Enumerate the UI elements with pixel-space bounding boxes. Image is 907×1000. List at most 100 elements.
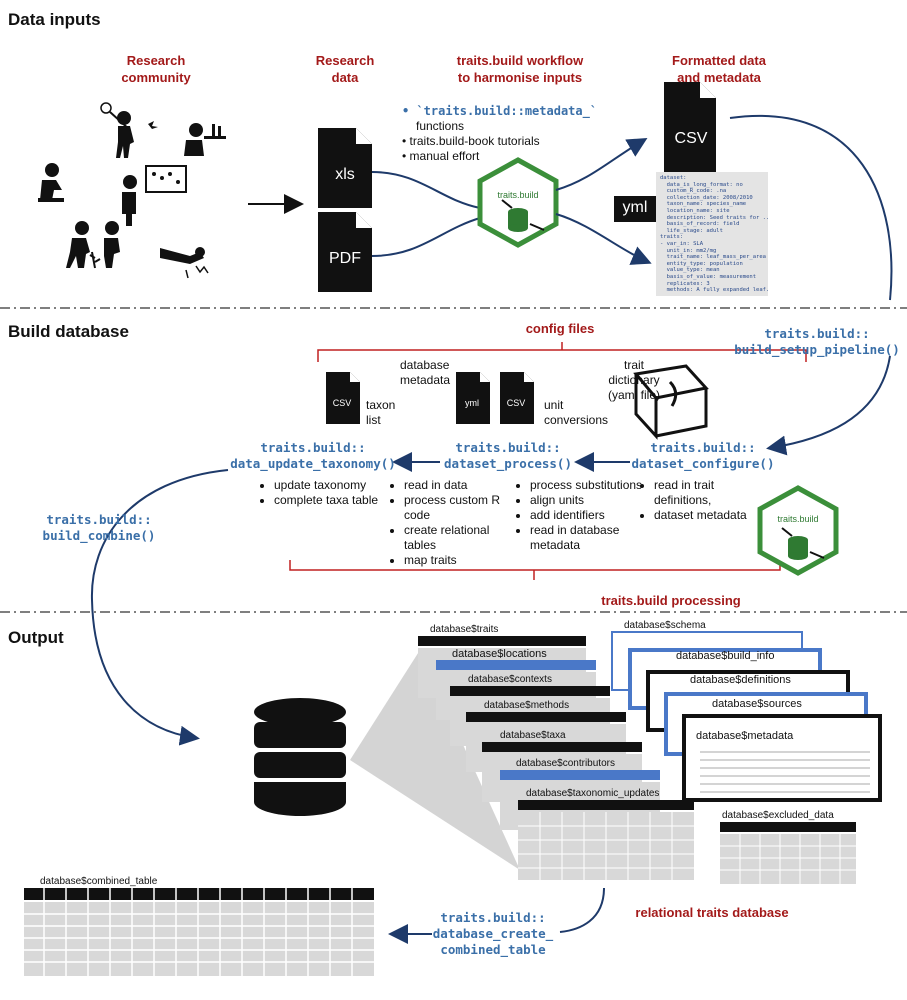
workflow-bullet-2: functions xyxy=(416,119,465,133)
taxonomy-bullets: update taxonomy complete taxa table xyxy=(260,478,384,508)
workflow-bullet-4: manual effort xyxy=(409,149,480,163)
csv-file-label: CSV xyxy=(674,130,708,147)
xls-file-icon xyxy=(318,128,372,208)
research-data-title: Research data xyxy=(315,53,375,85)
process-bullets-b: process substitutions align units add id… xyxy=(516,478,650,553)
process-a-bullet-2: process custom R code xyxy=(404,493,524,523)
table-label-methods: database$methods xyxy=(484,700,570,711)
process-a-bullet-4: map traits xyxy=(404,553,524,568)
yaml-line: custom_R_code: .na xyxy=(660,188,727,195)
yaml-line: data_is_long_format: no xyxy=(660,181,743,188)
xls-file-label: xls xyxy=(335,166,355,183)
list-label-schema: database$schema xyxy=(624,620,706,631)
csv-file-icon-top xyxy=(664,82,716,178)
configure-bullets: read in trait definitions, dataset metad… xyxy=(640,478,764,523)
processing-label: traits.build processing xyxy=(601,593,741,608)
yaml-line: dataset: xyxy=(660,175,687,181)
config-files-label: config files xyxy=(525,321,595,336)
yml-box-label: yml xyxy=(622,199,648,216)
list-label-metadata: database$metadata xyxy=(696,730,794,742)
yml-box-icon xyxy=(614,196,656,222)
yaml-line: description: Seed traits for .. xyxy=(660,214,768,221)
fn-build-combine: traits.build:: build_combine() xyxy=(42,512,156,543)
table-label-contributors: database$contributors xyxy=(516,758,615,769)
combined-table-header xyxy=(24,888,374,900)
fn-dataset-configure: traits.build:: dataset_configure() xyxy=(631,440,775,471)
yaml-line: value_type: mean xyxy=(660,267,720,274)
csv-file-icon-units xyxy=(500,372,534,424)
combined-table-body xyxy=(24,902,374,976)
taxonomy-bullet-1: update taxonomy xyxy=(274,478,384,493)
fn-dataset-process: traits.build:: dataset_process() xyxy=(444,440,572,471)
config-bracket xyxy=(317,342,807,362)
fn-data-update-taxonomy: traits.build:: data_update_taxonomy() xyxy=(230,440,396,471)
yaml-line: traits: xyxy=(660,234,684,241)
process-b-bullet-1: process substitutions xyxy=(530,478,650,493)
yaml-line: collection_date: 2008/2010 xyxy=(660,194,753,201)
yaml-line: taxon_name: species_name xyxy=(660,201,747,208)
section-data-inputs: Data inputs xyxy=(8,10,101,29)
yaml-line: replicates: 3 xyxy=(660,280,710,287)
process-a-bullet-1: read in data xyxy=(404,478,524,493)
workflow-bullet-3: traits.build-book tutorials xyxy=(409,134,540,148)
process-b-bullet-3: add identifiers xyxy=(530,508,650,523)
people-figures-icon xyxy=(38,102,226,279)
process-bullets-a: read in data process custom R code creat… xyxy=(390,478,524,568)
section-output: Output xyxy=(8,628,64,647)
table-label-traits: database$traits xyxy=(430,624,499,635)
yaml-line: basis_of_record: field xyxy=(660,221,740,228)
process-b-bullet-4: read in database metadata xyxy=(530,523,650,553)
yaml-line: basis_of_value: measurement xyxy=(660,273,757,280)
fn-database-create-combined-table: traits.build:: database_create_ combined… xyxy=(432,910,554,957)
research-community-title: Research community xyxy=(121,53,191,85)
excluded-table-header xyxy=(720,822,856,832)
list-label-build-info: database$build_info xyxy=(676,650,775,662)
taxon-list-label: taxon list xyxy=(366,398,396,427)
excluded-table-body xyxy=(720,834,856,884)
taxon-csv-label: CSV xyxy=(332,398,352,408)
yaml-text: dataset: data_is_long_format: no custom_… xyxy=(660,175,768,294)
traits-build-hex-icon-top xyxy=(477,157,559,248)
trait-dictionary-label: trait dictionary (yaml file) xyxy=(608,358,661,402)
table-label-locations: database$locations xyxy=(452,648,547,660)
yaml-line: - var_in: SLA xyxy=(660,240,704,247)
unit-conversions-label: unit conversions xyxy=(544,398,609,427)
traits-build-hex-icon-middle xyxy=(757,485,839,576)
units-csv-label: CSV xyxy=(506,398,526,408)
list-label-definitions: database$definitions xyxy=(690,674,791,686)
process-a-bullet-3: create relational tables xyxy=(404,523,524,553)
yaml-panel xyxy=(656,172,768,296)
formatted-title: Formatted data and metadata xyxy=(672,53,766,85)
database-icon xyxy=(254,698,346,816)
zoom-cone xyxy=(350,650,520,870)
yaml-line: methods: A fully expanded leaf.. xyxy=(660,287,768,294)
csv-file-icon-taxon xyxy=(326,372,360,424)
combined-label: database$combined_table xyxy=(40,876,158,887)
database-metadata-label: database metadata xyxy=(400,358,451,387)
hex-label-top: traits.build xyxy=(497,190,539,200)
yml-file-icon-metadata xyxy=(456,372,490,424)
table-label-taxonomic-updates: database$taxonomic_updates xyxy=(526,788,660,799)
workflow-bullets: • `traits.build::metadata_` functions • … xyxy=(402,104,622,164)
pdf-file-icon xyxy=(318,212,372,292)
relational-label: relational traits database xyxy=(635,905,789,920)
list-windows xyxy=(611,631,882,802)
hex-label-middle: traits.build xyxy=(777,514,819,524)
table-label-taxa: database$taxa xyxy=(500,730,566,741)
metadata-yml-label: yml xyxy=(465,398,479,408)
table-label-contexts: database$contexts xyxy=(468,674,552,685)
fn-build-setup-pipeline: traits.build:: build_setup_pipeline() xyxy=(734,326,900,357)
configure-bullet-2: dataset metadata xyxy=(654,508,764,523)
yaml-line: life_stage: adult xyxy=(660,227,723,234)
pdf-file-label: PDF xyxy=(329,250,361,267)
taxonomy-bullet-2: complete taxa table xyxy=(274,493,384,508)
yaml-line: unit_in: mm2/mg xyxy=(660,247,717,254)
yaml-line: entity_type: population xyxy=(660,260,743,267)
book-icon xyxy=(633,364,709,440)
workflow-title: traits.build workflow to harmonise input… xyxy=(456,53,584,85)
excluded-label: database$excluded_data xyxy=(722,810,834,821)
process-b-bullet-2: align units xyxy=(530,493,650,508)
relational-tables xyxy=(418,636,694,880)
list-label-sources: database$sources xyxy=(712,698,802,710)
